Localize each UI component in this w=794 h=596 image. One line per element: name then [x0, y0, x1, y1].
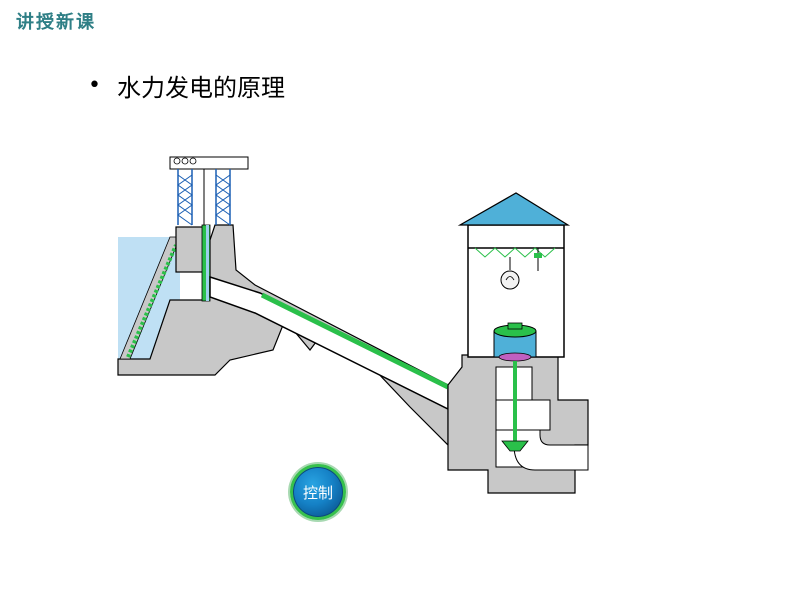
turbine-gate	[495, 399, 551, 431]
bulb-icon	[500, 257, 520, 290]
heading-line: • 水力发电的原理	[88, 68, 285, 103]
corner-title: 讲授新课	[16, 12, 96, 33]
draft-tube	[513, 429, 589, 471]
page-heading: 水力发电的原理	[116, 74, 285, 102]
bullet-dot: •	[88, 73, 101, 98]
hydropower-diagram	[110, 145, 600, 505]
crane-icon	[169, 156, 249, 226]
powerhouse-roof	[457, 192, 571, 226]
turbine-icon	[501, 440, 529, 452]
intake-gate-edge	[206, 225, 209, 301]
intake-tower	[175, 226, 205, 273]
control-button[interactable]: 控制	[290, 464, 346, 520]
dam-screen	[126, 244, 178, 358]
generator-icon	[493, 322, 537, 362]
penstock-green	[260, 292, 450, 390]
